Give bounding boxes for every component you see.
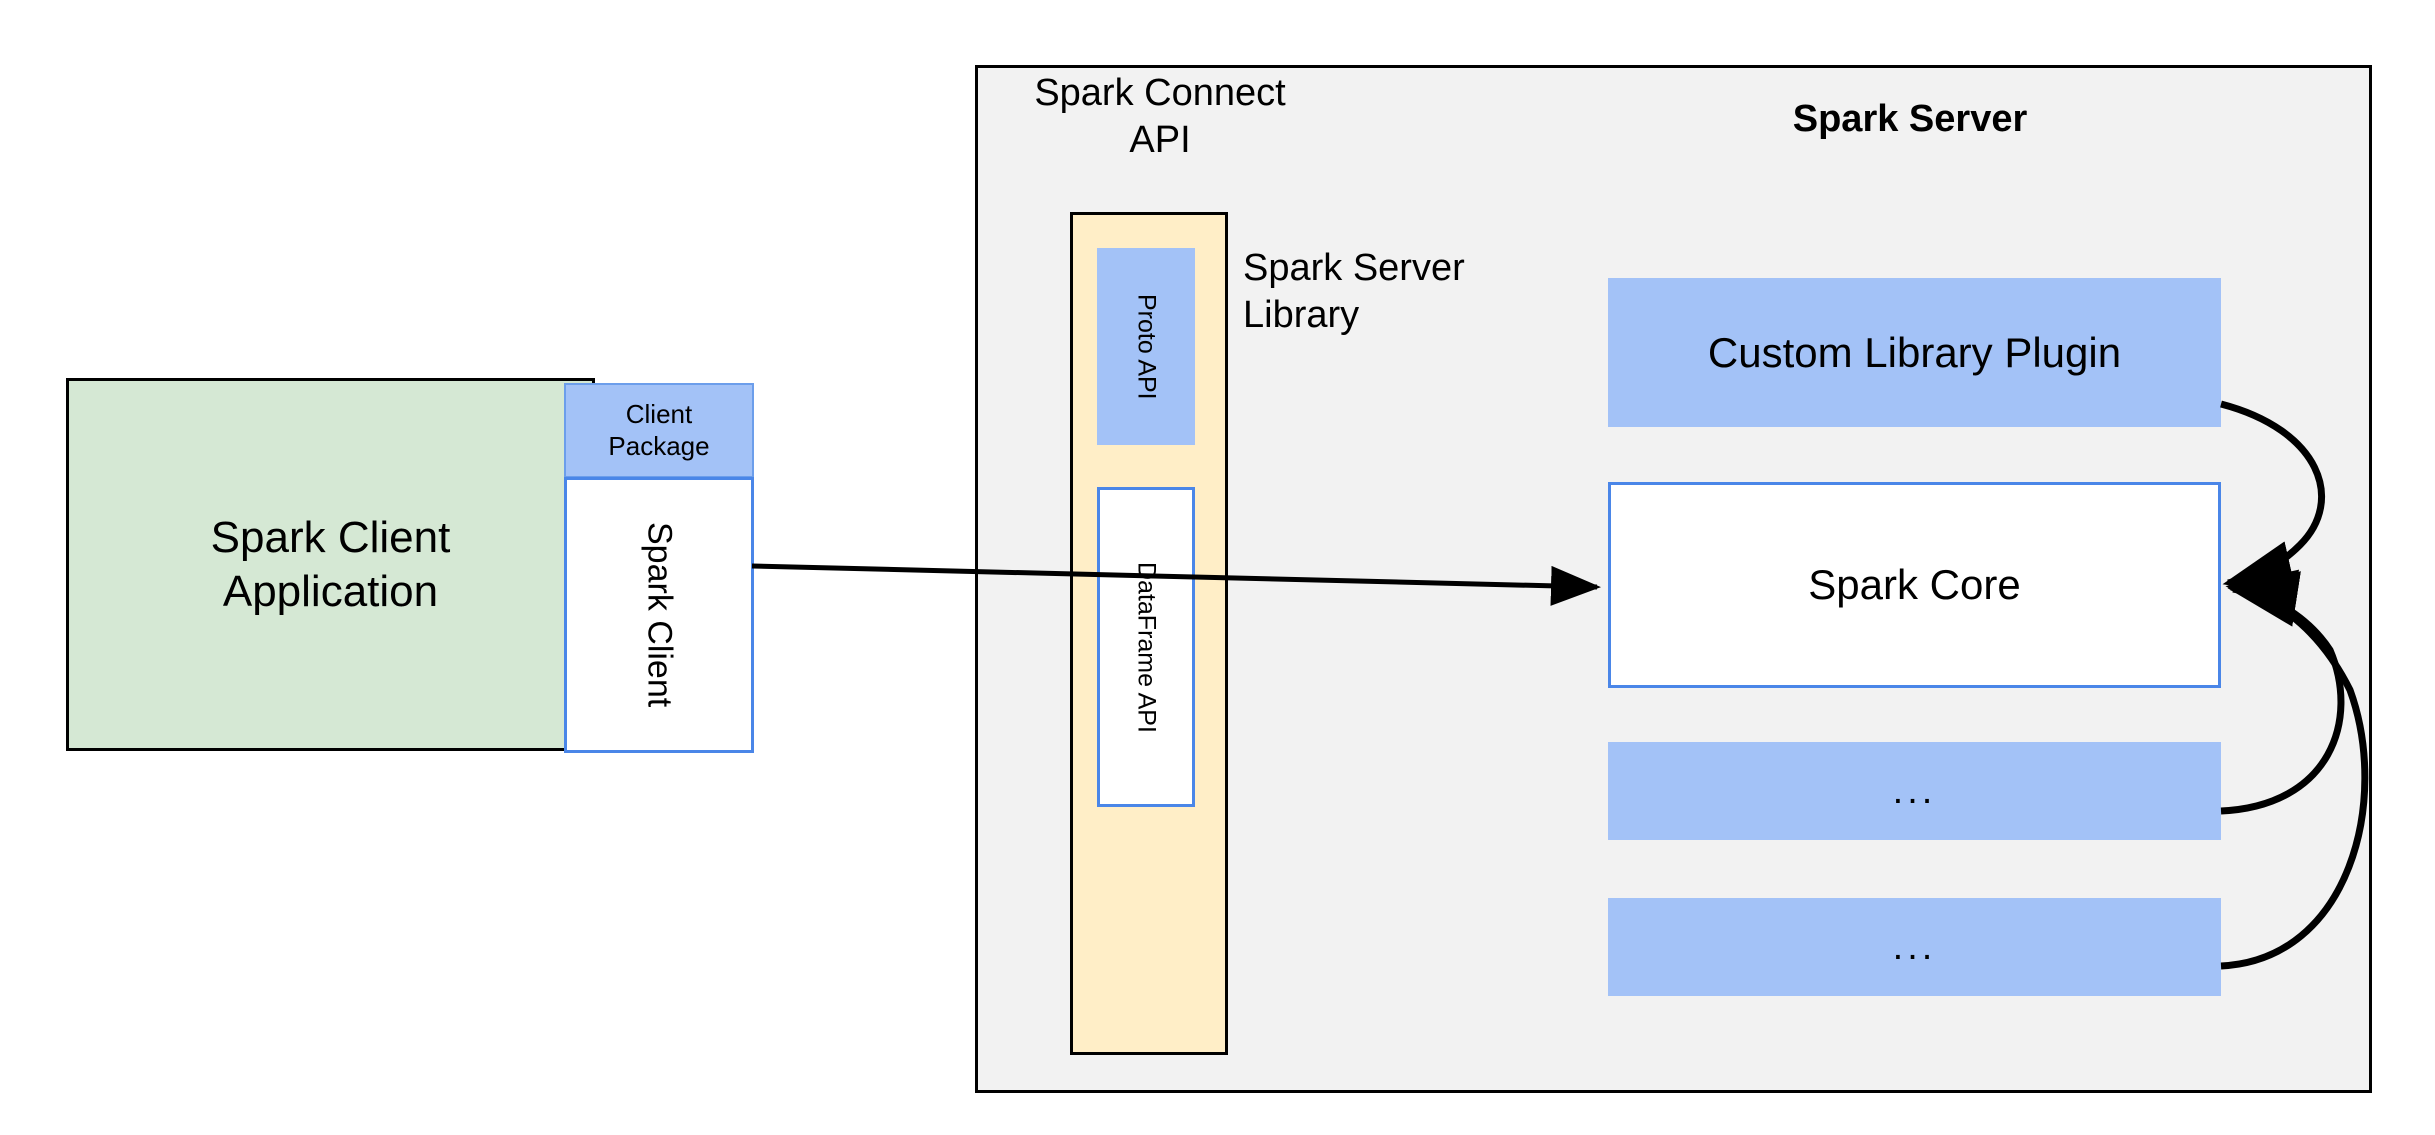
spark-server-library-label: Spark Server Library: [1243, 245, 1543, 339]
connect-api-label-line-2: API: [1129, 119, 1191, 162]
app-label-line-2: Application: [222, 566, 439, 616]
spark-client-application-label: Spark Client Application: [211, 511, 451, 618]
placeholder-component-label-1: ...: [1892, 769, 1937, 812]
connect-api-label-line-1: Spark Connect: [1034, 72, 1286, 114]
spark-core-label: Spark Core: [1808, 561, 2021, 608]
spark-connect-api-label: Spark Connect API: [1015, 70, 1305, 164]
proto-api-box[interactable]: Proto API: [1097, 248, 1195, 445]
client-package-label-line-1: Client: [625, 399, 693, 430]
placeholder-component-box-1[interactable]: ...: [1608, 742, 2221, 840]
client-package-label-line-2: Package: [608, 430, 710, 461]
spark-client-box[interactable]: Spark Client: [564, 477, 754, 753]
client-package-label: Client Package: [608, 399, 709, 461]
dataframe-api-label: DataFrame API: [1132, 561, 1161, 733]
spark-client-label: Spark Client: [640, 522, 679, 708]
placeholder-component-box-2[interactable]: ...: [1608, 898, 2221, 996]
spark-client-application-box[interactable]: Spark Client Application: [66, 378, 595, 751]
app-label-line-1: Spark Client: [210, 512, 451, 562]
spark-core-box[interactable]: Spark Core: [1608, 482, 2221, 688]
dataframe-api-box[interactable]: DataFrame API: [1097, 487, 1195, 807]
custom-library-plugin-box[interactable]: Custom Library Plugin: [1608, 278, 2221, 427]
server-library-label-line-2: Library: [1243, 294, 1360, 337]
spark-server-title: Spark Server: [1792, 98, 2028, 140]
custom-library-plugin-label: Custom Library Plugin: [1707, 328, 2122, 376]
proto-api-label: Proto API: [1132, 293, 1161, 400]
server-library-label-line-1: Spark Server: [1243, 247, 1465, 289]
placeholder-component-label-2: ...: [1892, 925, 1937, 968]
client-package-box[interactable]: Client Package: [564, 383, 754, 478]
